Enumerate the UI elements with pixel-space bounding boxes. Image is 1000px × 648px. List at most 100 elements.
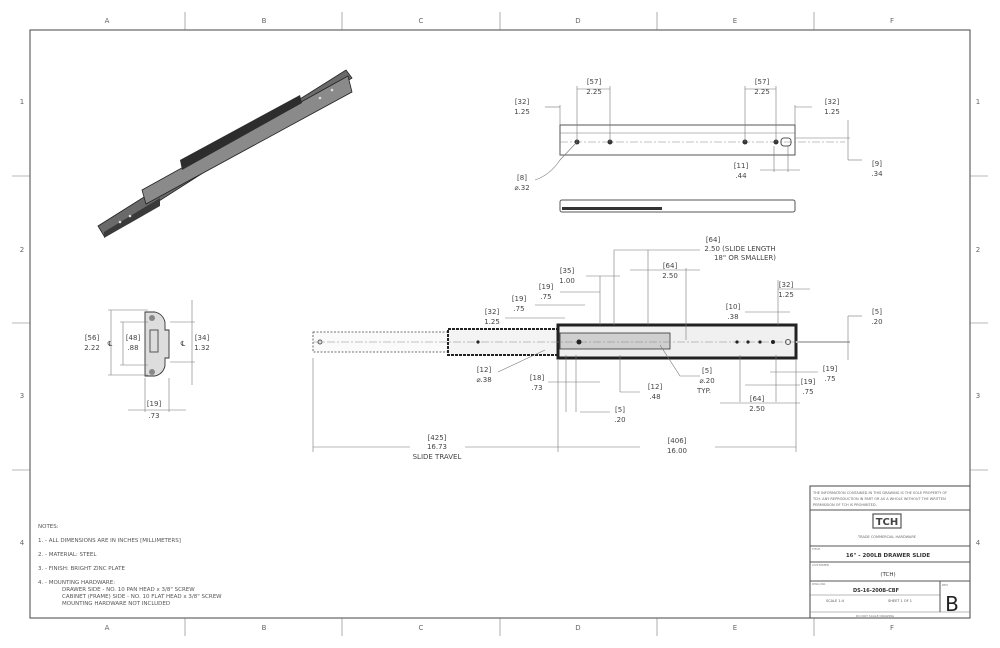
dim-value: .75 <box>513 305 524 313</box>
dim-value: 2.22 <box>84 344 100 352</box>
dim-label: [10] <box>726 303 741 311</box>
dim-label: [64] <box>706 236 721 244</box>
disclaimer-line-2: TCH. ANY REPRODUCTION IN PART OR AS A WH… <box>812 497 946 501</box>
customer-label: CUSTOMER <box>812 563 829 567</box>
dim-value: 2.50 (SLIDE LENGTH <box>704 245 775 253</box>
zone-ticks <box>12 12 988 636</box>
dim-label: [11] <box>734 162 749 170</box>
dim-value: .73 <box>148 412 159 420</box>
zone-col-b: B <box>262 17 267 25</box>
dim-label: [18] <box>530 374 545 382</box>
dim-value: .20 <box>614 416 625 424</box>
note-4: 4. - MOUNTING HARDWARE: <box>38 580 115 586</box>
dim-label: [5] <box>702 367 712 375</box>
centerline-symbol: ℄ <box>108 340 113 348</box>
zone-row-3: 3 <box>20 392 24 400</box>
dim-value: 2.50 <box>662 272 678 280</box>
notes: NOTES: 1. - ALL DIMENSIONS ARE IN INCHES… <box>38 524 222 607</box>
disclaimer-line-3: PERMISSION OF TCH IS PROHIBITED. <box>813 503 877 507</box>
dim-label: [406] <box>668 437 687 445</box>
zone-col-f-bottom: F <box>890 624 894 632</box>
zone-col-a-bottom: A <box>105 624 110 632</box>
dim-label: [57] <box>755 78 770 86</box>
drawing-title: 16" - 200LB DRAWER SLIDE <box>846 553 931 559</box>
drawing-number: DS-16-200B-CBF <box>853 588 899 594</box>
dim-value: 1.25 <box>484 318 500 326</box>
title-label: TITLE <box>811 547 820 551</box>
dim-label: [5] <box>615 406 625 414</box>
zone-col-e-bottom: E <box>733 624 737 632</box>
dim-label: [32] <box>779 281 794 289</box>
zone-row-2: 2 <box>20 246 24 254</box>
note-3: 3. - FINISH: BRIGHT ZINC PLATE <box>38 566 125 572</box>
dim-value: 2.25 <box>586 88 602 96</box>
zone-row-1: 1 <box>20 98 24 106</box>
customer: (TCH) <box>880 572 895 578</box>
zone-col-c-bottom: C <box>419 624 424 632</box>
centerline-symbol: ℄ <box>181 340 186 348</box>
dim-label: [48] <box>126 334 141 342</box>
note-4-line-2: CABINET (FRAME) SIDE - NO. 10 FLAT HEAD … <box>62 594 222 600</box>
dim-value: 1.00 <box>559 277 575 285</box>
side-view <box>312 249 862 452</box>
zone-col-f: F <box>890 17 894 25</box>
dim-value: 16.00 <box>667 447 687 455</box>
dim-label: [32] <box>485 308 500 316</box>
title-block: THE INFORMATION CONTAINED IN THIS DRAWIN… <box>809 485 971 619</box>
isometric-view <box>97 69 353 238</box>
zone-row-3-right: 3 <box>976 392 980 400</box>
dim-value: 1.25 <box>778 291 794 299</box>
top-view <box>534 86 862 213</box>
dim-label: [12] <box>648 383 663 391</box>
zone-col-e: E <box>733 17 737 25</box>
revision-label: REV <box>942 583 949 587</box>
dim-label: [8] <box>517 174 527 182</box>
dim-label: [19] <box>147 400 162 408</box>
dim-value: .75 <box>824 375 835 383</box>
revision-letter: B <box>945 592 959 616</box>
dim-note: TYP. <box>696 387 711 395</box>
company-logo-text: TCH <box>876 517 899 528</box>
dwg-no-label: DWG NO. <box>812 582 826 586</box>
zone-row-1-right: 1 <box>976 98 980 106</box>
zone-row-4: 4 <box>20 539 25 547</box>
zone-labels: A B C D E F A B C D E F 1 2 3 4 1 2 3 4 <box>20 17 981 632</box>
dim-value: .75 <box>540 293 551 301</box>
dim-label: [19] <box>512 295 527 303</box>
dim-label: [425] <box>428 434 447 442</box>
notes-title: NOTES: <box>38 524 59 530</box>
dim-label: [19] <box>801 378 816 386</box>
dim-value: 2.50 <box>749 405 765 413</box>
dim-label: [57] <box>587 78 602 86</box>
zone-row-4-right: 4 <box>976 539 981 547</box>
end-view-dimensions: [56] 2.22 ℄ [48] .88 ℄ [34] 1.32 [19] .7… <box>84 334 210 420</box>
zone-col-c: C <box>419 17 424 25</box>
dim-label: [19] <box>539 283 554 291</box>
dim-label: [32] <box>515 98 530 106</box>
company-logo <box>872 513 902 529</box>
dim-label: [35] <box>560 267 575 275</box>
sheet-number: SHEET 1 OF 1 <box>888 599 912 603</box>
dim-value: 16.73 <box>427 443 447 451</box>
dim-label: [64] <box>750 395 765 403</box>
scale: SCALE 1:4 <box>826 599 845 603</box>
dim-value: .44 <box>735 172 747 180</box>
dim-label: [32] <box>825 98 840 106</box>
note-2: 2. - MATERIAL: STEEL <box>38 552 97 558</box>
dim-label: [34] <box>195 334 210 342</box>
end-view <box>108 300 195 412</box>
dim-value: 2.25 <box>754 88 770 96</box>
dim-value: 1.25 <box>514 108 530 116</box>
dim-label: [12] <box>477 366 492 374</box>
zone-row-2-right: 2 <box>976 246 980 254</box>
dim-value: .34 <box>871 170 883 178</box>
dim-label: [56] <box>85 334 100 342</box>
zone-col-d-bottom: D <box>575 624 580 632</box>
dim-value: ⌀.38 <box>476 376 491 384</box>
dim-value: ⌀.32 <box>514 184 529 192</box>
dim-value: .38 <box>727 313 738 321</box>
dim-value: 1.25 <box>824 108 840 116</box>
note-4-line-3: MOUNTING HARDWARE NOT INCLUDED <box>62 601 170 607</box>
dim-label: [9] <box>872 160 882 168</box>
